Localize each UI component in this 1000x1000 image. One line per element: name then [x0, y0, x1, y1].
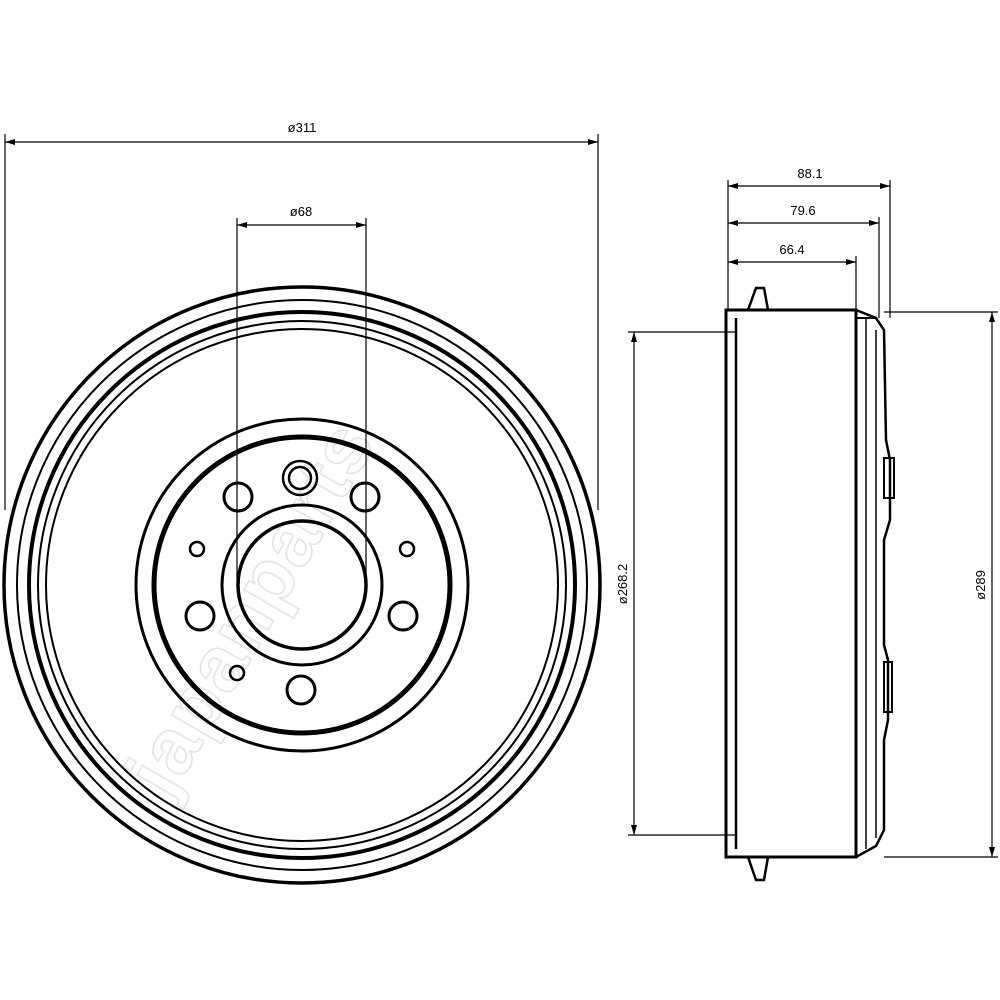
arrowhead [237, 222, 247, 228]
side-section-view [724, 286, 895, 882]
arrowhead [728, 183, 738, 189]
arrowhead [588, 139, 598, 145]
center-bore-outer [220, 503, 384, 667]
outer-diameter-label: ø311 [288, 120, 317, 135]
bore-diameter-dimension: ø268.2 [615, 331, 736, 836]
overall-height-label: 88.1 [797, 166, 822, 181]
bolt-hole [184, 600, 216, 632]
arrowhead [846, 259, 856, 265]
hub-stud [883, 457, 895, 499]
arrowhead [356, 222, 366, 228]
drum-body [724, 308, 858, 859]
arrowhead [880, 183, 890, 189]
arrowhead [989, 312, 995, 322]
bolt-hole [222, 481, 254, 513]
rim-ring-5 [45, 328, 559, 842]
hub-bore-label: ø68 [290, 204, 312, 219]
lip-depth-dimension: 66.4 [728, 242, 857, 310]
arrowhead [728, 259, 738, 265]
hub-flange-outer [134, 417, 470, 753]
lip-depth-label: 66.4 [779, 242, 804, 257]
inner-depth-dimension: 79.6 [728, 203, 880, 318]
arrowhead [5, 139, 15, 145]
friction-diameter-label: ø289 [973, 570, 988, 600]
rim-ring-3 [27, 310, 577, 860]
outer-rim-ring [2, 285, 602, 885]
friction-diameter-dimension: ø289 [884, 311, 998, 858]
top-flange [726, 286, 892, 859]
hub-bore-dimension: ø68 [236, 204, 367, 585]
overall-height-dimension: 88.1 [727, 166, 891, 318]
bolt-hole [285, 674, 317, 706]
rim-ring-4 [37, 320, 567, 850]
brand-watermark: japanparts [108, 406, 392, 811]
bore-diameter-label: ø268.2 [615, 564, 630, 604]
small-hole [228, 664, 246, 682]
inner-depth-label: 79.6 [790, 203, 815, 218]
arrowhead [631, 825, 637, 835]
bolt-hole [349, 481, 381, 513]
arrowhead [989, 847, 995, 857]
hub-stud [883, 661, 893, 713]
hub-flange-inner [151, 434, 453, 736]
small-hole [188, 540, 206, 558]
bottom-flange [726, 855, 770, 882]
bolt-hole [387, 600, 419, 632]
outer-diameter-dimension: ø311 [4, 120, 599, 510]
arrowhead [869, 220, 879, 226]
arrowhead [728, 220, 738, 226]
threaded-hole-inner [287, 465, 313, 491]
rim-ring-2 [16, 299, 588, 871]
threaded-hole-outer [281, 459, 319, 497]
arrowhead [631, 332, 637, 342]
small-hole [398, 540, 416, 558]
